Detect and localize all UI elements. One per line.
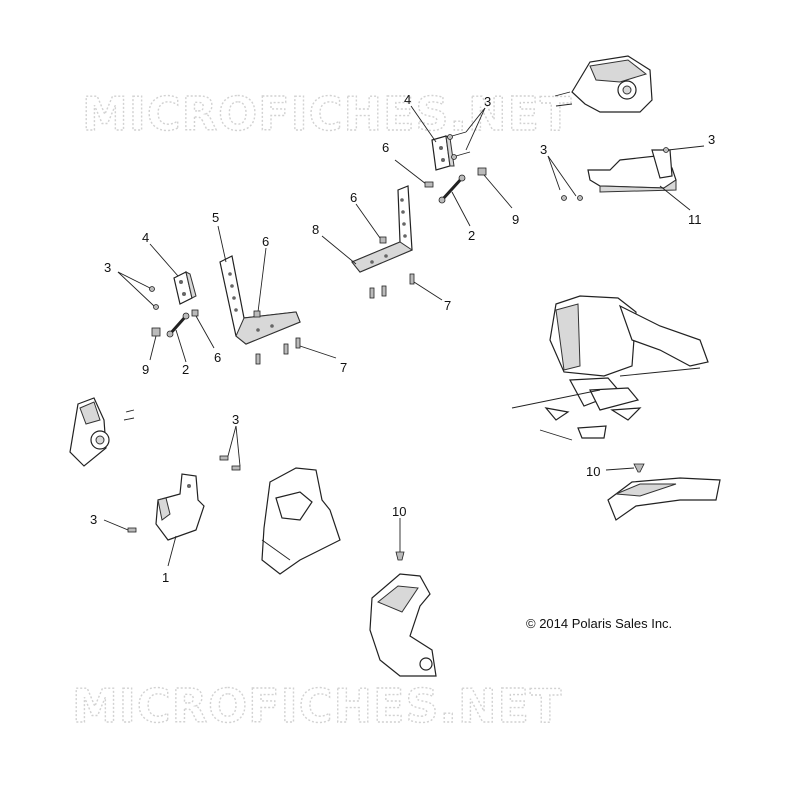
bolt-6 bbox=[424, 181, 434, 188]
bolt-6-lower bbox=[191, 309, 199, 317]
callout-3b: 3 bbox=[708, 132, 715, 147]
callout-4b: 4 bbox=[142, 230, 149, 245]
callout-3d: 3 bbox=[104, 260, 111, 275]
watermark-bottom: MICROFICHES.NET bbox=[72, 679, 562, 733]
callout-9: 9 bbox=[512, 212, 519, 227]
callout-6b: 6 bbox=[350, 190, 357, 205]
callout-10b: 10 bbox=[586, 464, 600, 479]
callout-7: 7 bbox=[444, 298, 451, 313]
callout-8: 8 bbox=[312, 222, 319, 237]
callout-3f: 3 bbox=[90, 512, 97, 527]
part-4-block-left bbox=[173, 271, 197, 305]
airbox-floor-assembly bbox=[511, 295, 709, 441]
callout-11: 11 bbox=[688, 212, 702, 227]
headlight-assembly-right bbox=[554, 55, 653, 113]
callout-6: 6 bbox=[382, 140, 389, 155]
callout-4: 4 bbox=[404, 92, 411, 107]
link-rod-2-left bbox=[166, 312, 190, 338]
front-fender-center bbox=[261, 467, 341, 575]
bolt-3 bbox=[447, 131, 471, 160]
callout-3: 3 bbox=[484, 94, 491, 109]
bolts-3-pair bbox=[561, 195, 583, 201]
bolt-3-part1 bbox=[127, 527, 137, 533]
callout-10: 10 bbox=[392, 504, 406, 519]
callout-7b: 7 bbox=[340, 360, 347, 375]
link-rod-2 bbox=[438, 174, 466, 204]
clip-10-right bbox=[633, 463, 645, 473]
copyright-text: © 2014 Polaris Sales Inc. bbox=[526, 616, 672, 631]
part-11-bracket bbox=[587, 149, 677, 193]
callout-5: 5 bbox=[212, 210, 219, 225]
part-5-bracket bbox=[219, 255, 301, 345]
bolts-7-left bbox=[255, 337, 301, 365]
callout-2b: 2 bbox=[182, 362, 189, 377]
side-panel-right bbox=[607, 477, 721, 521]
rear-fender-panel bbox=[369, 573, 437, 677]
bolts-7 bbox=[369, 273, 415, 299]
part-8-bracket bbox=[351, 185, 414, 273]
bolts-3-left bbox=[149, 286, 159, 310]
bolt-6-left bbox=[253, 310, 261, 318]
watermark-top: MICROFICHES.NET bbox=[82, 87, 572, 141]
bolts-3-mid bbox=[219, 455, 241, 471]
headlight-assembly-left bbox=[69, 397, 135, 467]
callout-3e: 3 bbox=[232, 412, 239, 427]
callout-6c: 6 bbox=[262, 234, 269, 249]
clip-10 bbox=[395, 551, 405, 561]
callout-1: 1 bbox=[162, 570, 169, 585]
callout-9b: 9 bbox=[142, 362, 149, 377]
callout-3c: 3 bbox=[540, 142, 547, 157]
part-1-bracket bbox=[155, 473, 205, 541]
callout-6d: 6 bbox=[214, 350, 221, 365]
nut-9-left bbox=[151, 327, 161, 337]
bolt-3-right bbox=[663, 147, 669, 153]
callout-2: 2 bbox=[468, 228, 475, 243]
bolt-6-mid bbox=[379, 236, 387, 244]
nut-9 bbox=[477, 167, 487, 176]
